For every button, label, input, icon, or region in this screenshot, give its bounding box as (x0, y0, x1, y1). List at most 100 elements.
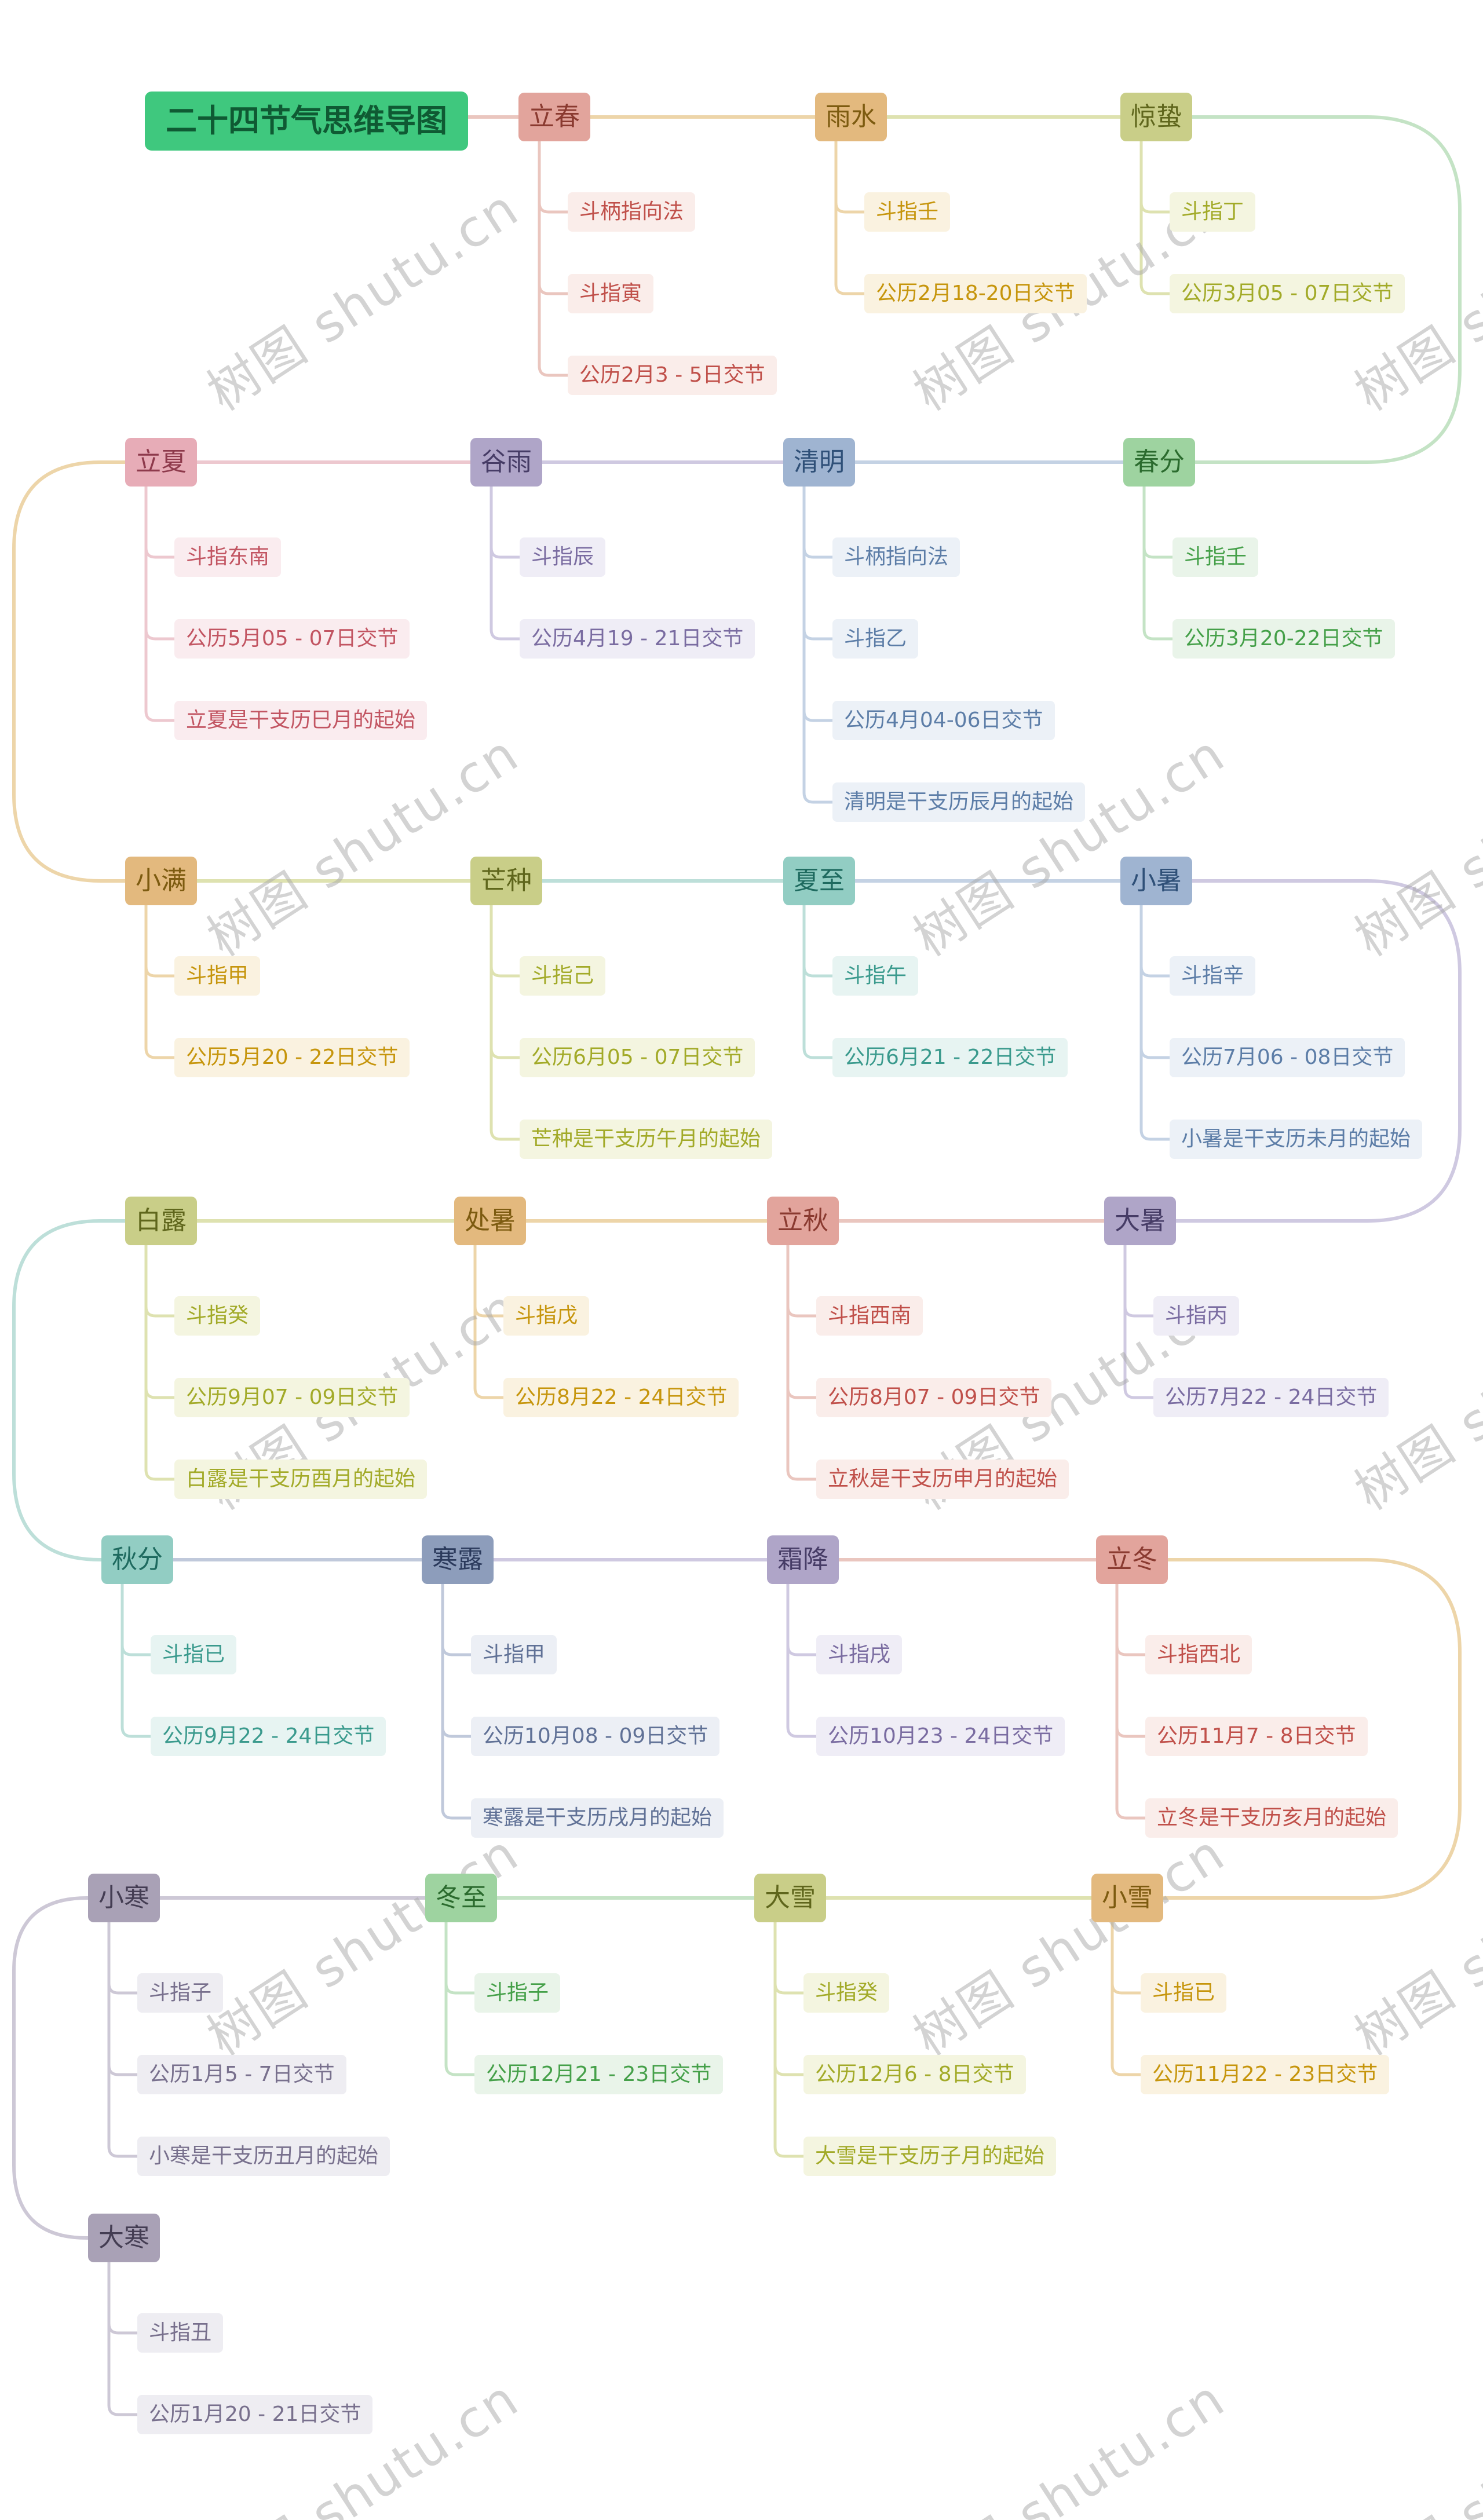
detail-node-xiaohan-0[interactable]: 斗指子 (137, 1973, 224, 2013)
detail-node-xiaoshu-2[interactable]: 小暑是干支历未月的起始 (1170, 1120, 1423, 1159)
detail-node-xiaohan-2[interactable]: 小寒是干支历丑月的起始 (137, 2137, 390, 2176)
detail-node-xiaoxue-1[interactable]: 公历11月22 - 23日交节 (1141, 2055, 1390, 2094)
detail-node-xiaohan-1[interactable]: 公历1月5 - 7日交节 (137, 2055, 346, 2094)
detail-node-chushu-1[interactable]: 公历8月22 - 24日交节 (503, 1378, 739, 1417)
detail-node-daxue-0[interactable]: 斗指癸 (803, 1973, 890, 2013)
detail-node-lichun-2[interactable]: 公历2月3 - 5日交节 (568, 356, 777, 395)
term-node-lichun[interactable]: 立春 (518, 93, 590, 141)
detail-node-lichun-1[interactable]: 斗指寅 (568, 274, 654, 313)
term-node-xiaohan[interactable]: 小寒 (88, 1874, 160, 1922)
term-node-dashu[interactable]: 大暑 (1104, 1197, 1176, 1245)
detail-node-lichun-0[interactable]: 斗柄指向法 (568, 192, 696, 232)
term-node-chunfen[interactable]: 春分 (1123, 438, 1195, 487)
term-node-dahan[interactable]: 大寒 (88, 2214, 160, 2262)
detail-node-daxue-2[interactable]: 大雪是干支历子月的起始 (803, 2137, 1057, 2176)
detail-node-xiazhi-1[interactable]: 公历6月21 - 22日交节 (832, 1038, 1068, 1077)
detail-node-daxue-1[interactable]: 公历12月6 - 8日交节 (803, 2055, 1026, 2094)
term-node-liqiu[interactable]: 立秋 (767, 1197, 839, 1245)
term-node-mangzhong[interactable]: 芒种 (470, 857, 542, 905)
detail-node-bailu-2[interactable]: 白露是干支历酉月的起始 (174, 1460, 428, 1499)
detail-node-dashu-1[interactable]: 公历7月22 - 24日交节 (1153, 1378, 1389, 1417)
term-node-shuangjiang[interactable]: 霜降 (767, 1535, 839, 1584)
term-node-xiazhi[interactable]: 夏至 (783, 857, 855, 905)
connector-path (473, 1243, 505, 1399)
detail-node-mangzhong-2[interactable]: 芒种是干支历午月的起始 (520, 1120, 773, 1159)
detail-node-yushui-1[interactable]: 公历2月18-20日交节 (864, 274, 1087, 313)
term-node-guyu[interactable]: 谷雨 (470, 438, 542, 487)
term-node-lidong[interactable]: 立冬 (1096, 1535, 1168, 1584)
detail-node-lidong-1[interactable]: 公历11月7 - 8日交节 (1145, 1717, 1368, 1756)
detail-node-qingming-1[interactable]: 斗指乙 (832, 619, 919, 659)
detail-node-shuangjiang-1[interactable]: 公历10月23 - 24日交节 (816, 1717, 1065, 1756)
detail-node-dongzhi-0[interactable]: 斗指子 (474, 1973, 561, 2013)
connector-path (107, 1921, 139, 2158)
connector-path (120, 1582, 152, 1738)
term-node-bailu[interactable]: 白露 (125, 1197, 197, 1245)
detail-node-dahan-0[interactable]: 斗指丑 (137, 2313, 224, 2353)
detail-node-qingming-0[interactable]: 斗柄指向法 (832, 537, 960, 577)
detail-node-yushui-0[interactable]: 斗指壬 (864, 192, 951, 232)
connector-path (802, 904, 834, 1059)
detail-node-xiaoman-1[interactable]: 公历5月20 - 22日交节 (174, 1038, 410, 1077)
detail-node-jingzhe-0[interactable]: 斗指丁 (1170, 192, 1256, 232)
term-node-chushu[interactable]: 处暑 (454, 1197, 526, 1245)
detail-node-mangzhong-0[interactable]: 斗指己 (520, 956, 606, 996)
detail-node-dashu-0[interactable]: 斗指丙 (1153, 1296, 1240, 1336)
detail-node-xiaoshu-1[interactable]: 公历7月06 - 08日交节 (1170, 1038, 1405, 1077)
detail-node-liqiu-2[interactable]: 立秋是干支历申月的起始 (816, 1460, 1069, 1499)
detail-node-chunfen-0[interactable]: 斗指壬 (1172, 537, 1259, 577)
term-node-qiufen[interactable]: 秋分 (101, 1535, 173, 1584)
detail-node-xiaoshu-0[interactable]: 斗指辛 (1170, 956, 1256, 996)
connector-path (12, 1219, 127, 1561)
detail-node-mangzhong-1[interactable]: 公历6月05 - 07日交节 (520, 1038, 755, 1077)
term-node-dongzhi[interactable]: 冬至 (425, 1874, 497, 1922)
detail-node-xiaoman-0[interactable]: 斗指甲 (174, 956, 261, 996)
detail-node-guyu-1[interactable]: 公历4月19 - 21日交节 (520, 619, 755, 659)
detail-node-qiufen-0[interactable]: 斗指已 (151, 1635, 237, 1674)
detail-node-dongzhi-1[interactable]: 公历12月21 - 23日交节 (474, 2055, 724, 2094)
term-node-xiaoxue[interactable]: 小雪 (1091, 1874, 1163, 1922)
connector-path (773, 1921, 805, 2158)
detail-node-hanlu-2[interactable]: 寒露是干支历戌月的起始 (471, 1798, 724, 1838)
detail-node-lixia-0[interactable]: 斗指东南 (174, 537, 282, 577)
term-node-jingzhe[interactable]: 惊蛰 (1120, 93, 1192, 141)
detail-node-qingming-3[interactable]: 清明是干支历辰月的起始 (832, 782, 1086, 822)
detail-node-lidong-2[interactable]: 立冬是干支历亥月的起始 (1145, 1798, 1398, 1838)
detail-node-shuangjiang-0[interactable]: 斗指戌 (816, 1635, 903, 1674)
connector-path (144, 485, 176, 722)
term-node-xiaoman[interactable]: 小满 (125, 857, 197, 905)
term-node-hanlu[interactable]: 寒露 (422, 1535, 494, 1584)
detail-node-liqiu-1[interactable]: 公历8月07 - 09日交节 (816, 1378, 1052, 1417)
detail-node-liqiu-0[interactable]: 斗指西南 (816, 1296, 923, 1336)
connector-path (12, 1896, 90, 2240)
detail-node-qiufen-1[interactable]: 公历9月22 - 24日交节 (151, 1717, 386, 1756)
connector-path (802, 485, 834, 804)
detail-node-qingming-2[interactable]: 公历4月04-06日交节 (832, 701, 1055, 740)
detail-node-chunfen-1[interactable]: 公历3月20-22日交节 (1172, 619, 1395, 659)
term-node-qingming[interactable]: 清明 (783, 438, 855, 487)
connector-path (1142, 485, 1174, 641)
detail-node-lidong-0[interactable]: 斗指西北 (1145, 1635, 1252, 1674)
detail-node-xiazhi-0[interactable]: 斗指午 (832, 956, 919, 996)
detail-node-guyu-0[interactable]: 斗指辰 (520, 537, 606, 577)
detail-node-chushu-0[interactable]: 斗指戊 (503, 1296, 590, 1336)
mindmap-root-title[interactable]: 二十四节气思维导图 (145, 92, 468, 151)
detail-node-hanlu-0[interactable]: 斗指甲 (471, 1635, 557, 1674)
detail-node-dahan-1[interactable]: 公历1月20 - 21日交节 (137, 2395, 373, 2434)
term-node-daxue[interactable]: 大雪 (754, 1874, 826, 1922)
detail-node-hanlu-1[interactable]: 公历10月08 - 09日交节 (471, 1717, 720, 1756)
detail-node-lixia-2[interactable]: 立夏是干支历巳月的起始 (174, 701, 428, 740)
detail-node-lixia-1[interactable]: 公历5月05 - 07日交节 (174, 619, 410, 659)
connector-path (1139, 904, 1171, 1141)
detail-node-jingzhe-1[interactable]: 公历3月05 - 07日交节 (1170, 274, 1405, 313)
connector-path (1111, 1921, 1142, 2076)
detail-node-xiaoxue-0[interactable]: 斗指已 (1141, 1973, 1227, 2013)
connector-path (834, 140, 866, 295)
term-node-yushui[interactable]: 雨水 (815, 93, 887, 141)
term-node-xiaoshu[interactable]: 小暑 (1120, 857, 1192, 905)
term-node-lixia[interactable]: 立夏 (125, 438, 197, 487)
detail-node-bailu-0[interactable]: 斗指癸 (174, 1296, 261, 1336)
detail-node-bailu-1[interactable]: 公历9月07 - 09日交节 (174, 1378, 410, 1417)
